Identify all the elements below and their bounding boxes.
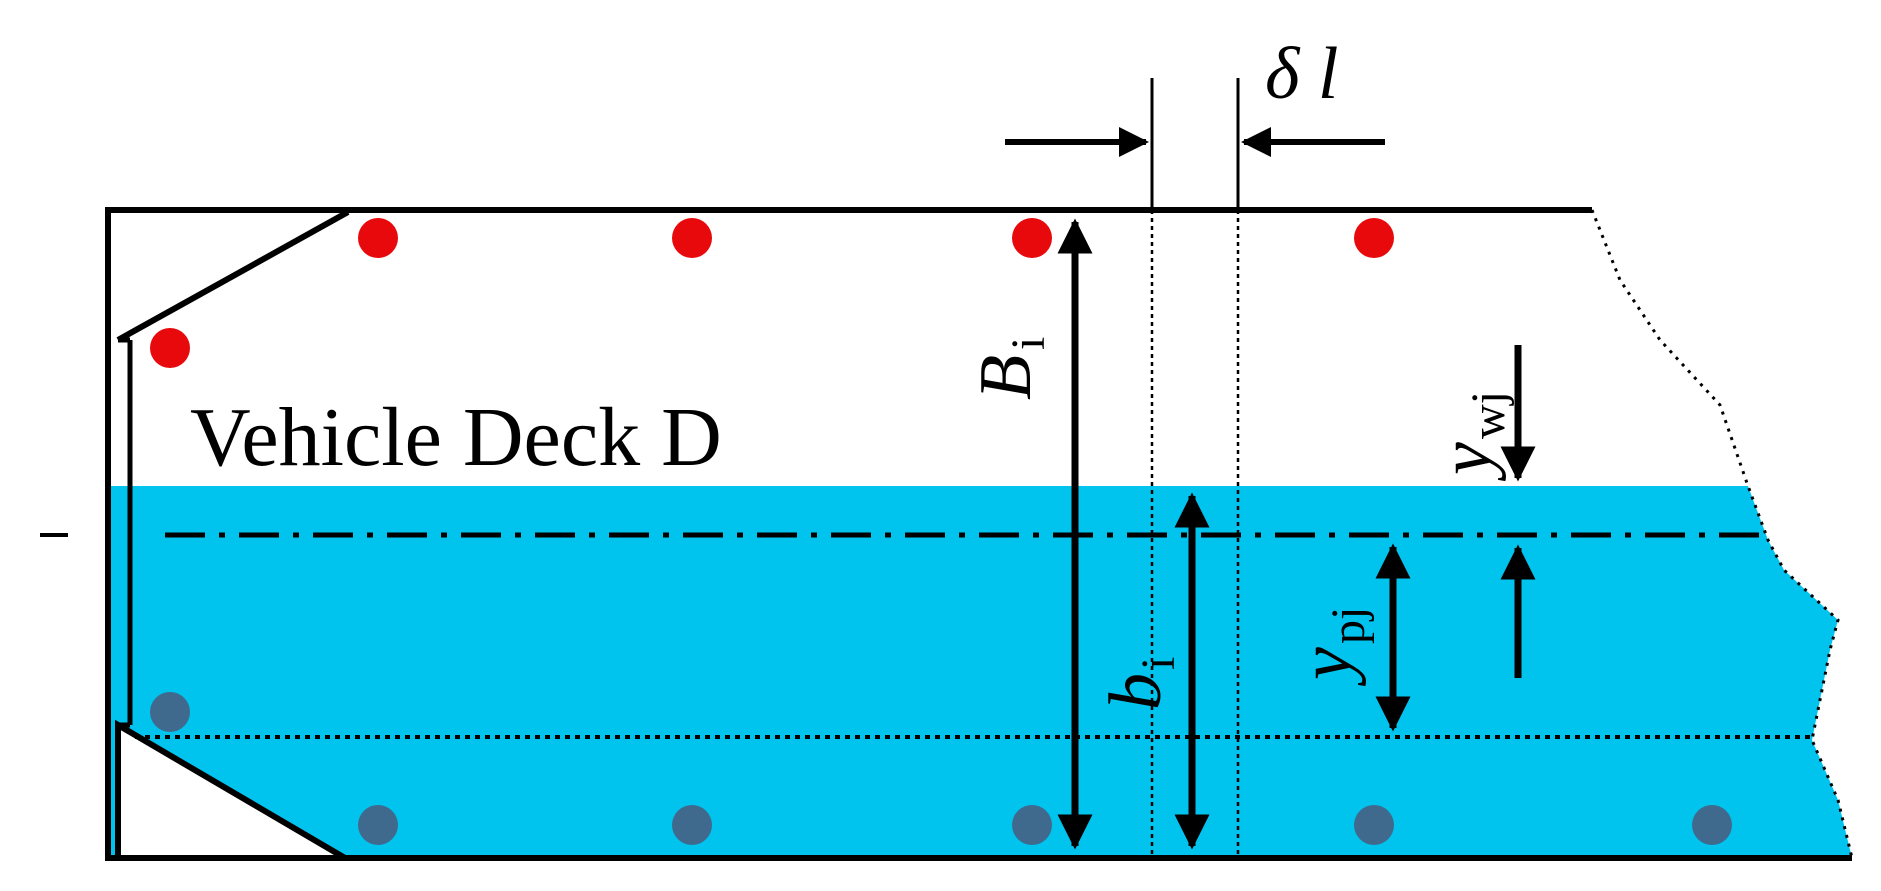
top-dot <box>150 328 190 368</box>
top-dot <box>672 218 712 258</box>
break-line <box>1590 209 1854 859</box>
bottom-dot <box>358 805 398 845</box>
deck-outline <box>105 207 1852 861</box>
svg-text:pj: pj <box>1322 607 1375 644</box>
top-dot <box>358 218 398 258</box>
bottom-dot <box>672 805 712 845</box>
top-dot <box>1012 218 1052 258</box>
bottom-dot <box>150 692 190 732</box>
svg-text:i: i <box>1132 657 1185 670</box>
svg-text:y: y <box>1425 442 1507 482</box>
b-i-label: b i <box>1095 657 1185 710</box>
bottom-dot <box>1692 805 1732 845</box>
svg-text:i: i <box>1002 337 1055 350</box>
svg-text:b: b <box>1095 673 1177 710</box>
B-i-label: B i <box>965 337 1055 400</box>
y-pj-label: y pj <box>1285 607 1375 687</box>
top-dot <box>1354 218 1394 258</box>
bottom-dot <box>1012 805 1052 845</box>
deck-label: Vehicle Deck D <box>190 391 722 484</box>
bottom-dot <box>1354 805 1394 845</box>
upper-chamfer <box>116 209 350 343</box>
svg-text:wj: wj <box>1462 391 1515 439</box>
delta-l-label: δ l <box>1265 33 1338 115</box>
y-wj-label: y wj <box>1425 391 1515 482</box>
svg-text:y: y <box>1285 647 1367 687</box>
svg-text:B: B <box>965 355 1047 400</box>
water-region <box>108 486 1852 858</box>
